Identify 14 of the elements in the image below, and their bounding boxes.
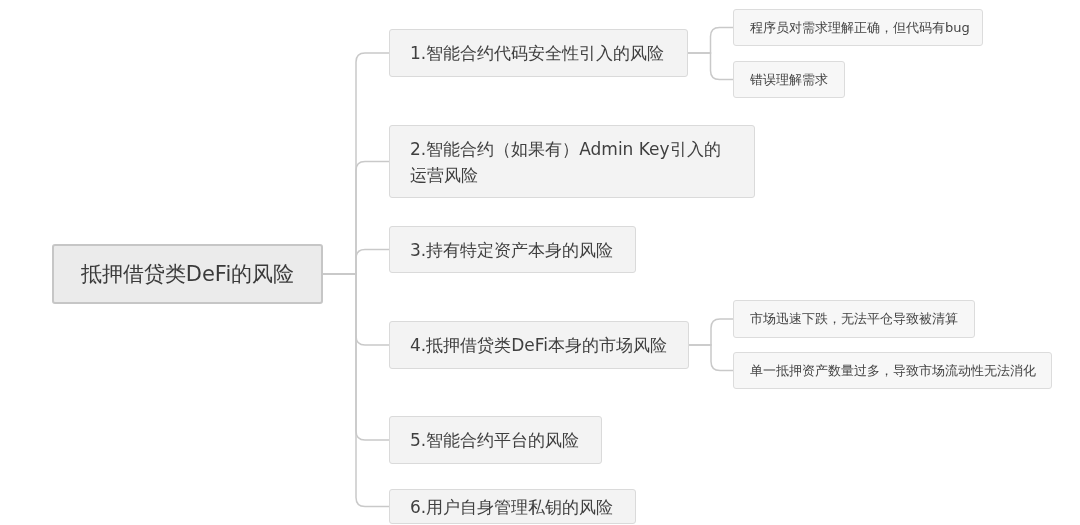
topic-box: 1.智能合约代码安全性引入的风险	[389, 29, 688, 77]
subtopic-box: 单一抵押资产数量过多，导致市场流动性无法消化	[733, 352, 1052, 389]
topic-box: 2.智能合约（如果有）Admin Key引入的运营风险	[389, 125, 755, 198]
subtopic-box: 市场迅速下跌，无法平仓导致被清算	[733, 300, 975, 338]
topic-box: 6.用户自身管理私钥的风险	[389, 489, 636, 524]
connector-line	[687, 52, 734, 81]
subtopic-box: 程序员对需求理解正确，但代码有bug	[733, 9, 983, 46]
root-topic-box: 抵押借贷类DeFi的风险	[52, 244, 323, 304]
topic-box: 5.智能合约平台的风险	[389, 416, 602, 464]
subtopic-box: 错误理解需求	[733, 61, 845, 98]
connector-line	[322, 273, 390, 508]
topic-box: 4.抵押借贷类DeFi本身的市场风险	[389, 321, 689, 369]
connector-line	[688, 344, 734, 372]
topic-box: 3.持有特定资产本身的风险	[389, 226, 636, 273]
